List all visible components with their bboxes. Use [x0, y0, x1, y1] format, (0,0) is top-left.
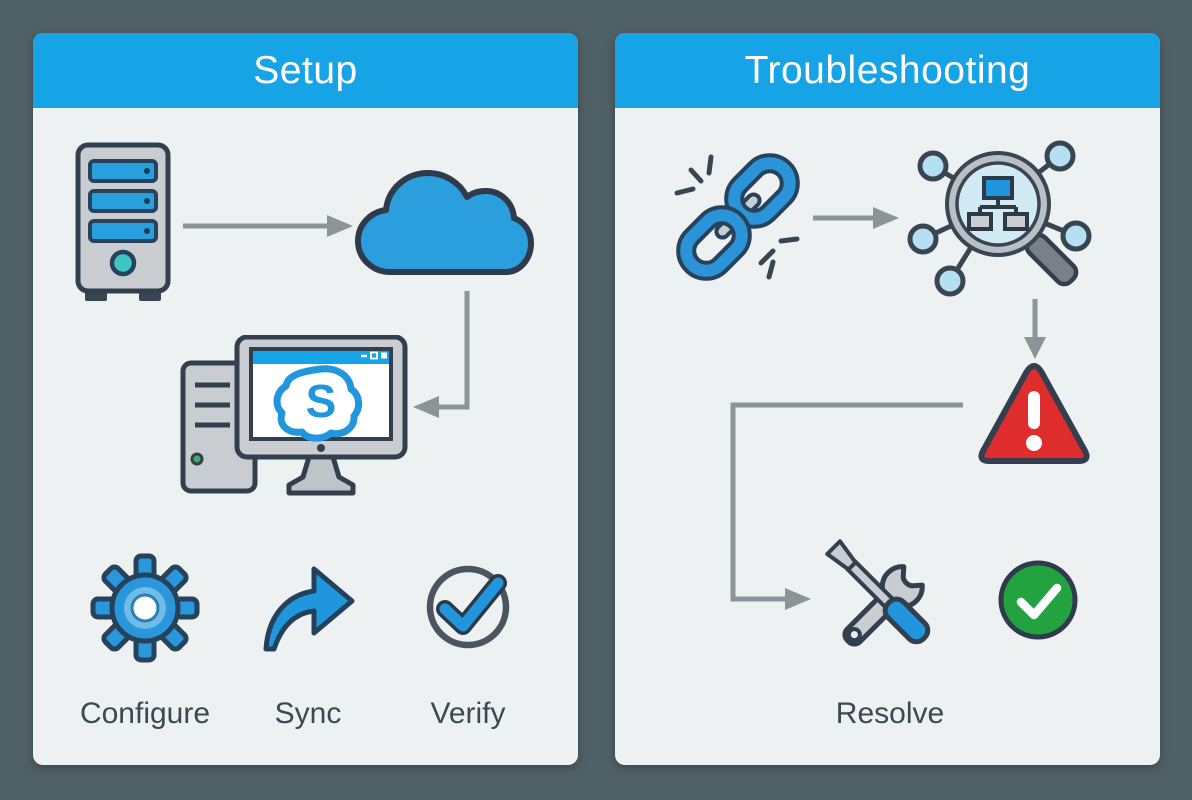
arrow-link-to-search: [813, 207, 899, 229]
arrow-cloud-to-desktop: [413, 291, 470, 418]
arrow-warning-to-tools: [730, 402, 963, 610]
success-check-icon: [998, 560, 1078, 640]
label-resolve: Resolve: [835, 697, 945, 730]
troubleshooting-panel-title: Troubleshooting: [744, 48, 1031, 92]
gear-icon: [90, 553, 200, 663]
arrow-search-to-warning: [1024, 299, 1046, 359]
broken-link-icon: [674, 153, 800, 281]
skype-desktop-icon: S: [180, 335, 408, 496]
setup-panel: Setup: [33, 33, 578, 765]
network-search-icon: [907, 140, 1092, 297]
verify-check-icon: [426, 565, 510, 649]
label-configure: Configure: [79, 697, 211, 730]
cloud-icon: [355, 170, 534, 275]
server-icon: [75, 142, 171, 301]
arrow-server-to-cloud: [183, 215, 353, 237]
troubleshooting-panel: Troubleshooting: [615, 33, 1160, 765]
skype-logo-letter: S: [306, 375, 337, 427]
label-sync: Sync: [274, 697, 342, 730]
tools-icon: [825, 539, 931, 647]
troubleshooting-panel-header: Troubleshooting: [615, 33, 1160, 108]
sync-arrow-icon: [263, 566, 355, 652]
warning-triangle-icon: [978, 363, 1090, 464]
label-verify: Verify: [430, 697, 506, 730]
setup-panel-header: Setup: [33, 33, 578, 108]
setup-panel-title: Setup: [253, 48, 358, 92]
